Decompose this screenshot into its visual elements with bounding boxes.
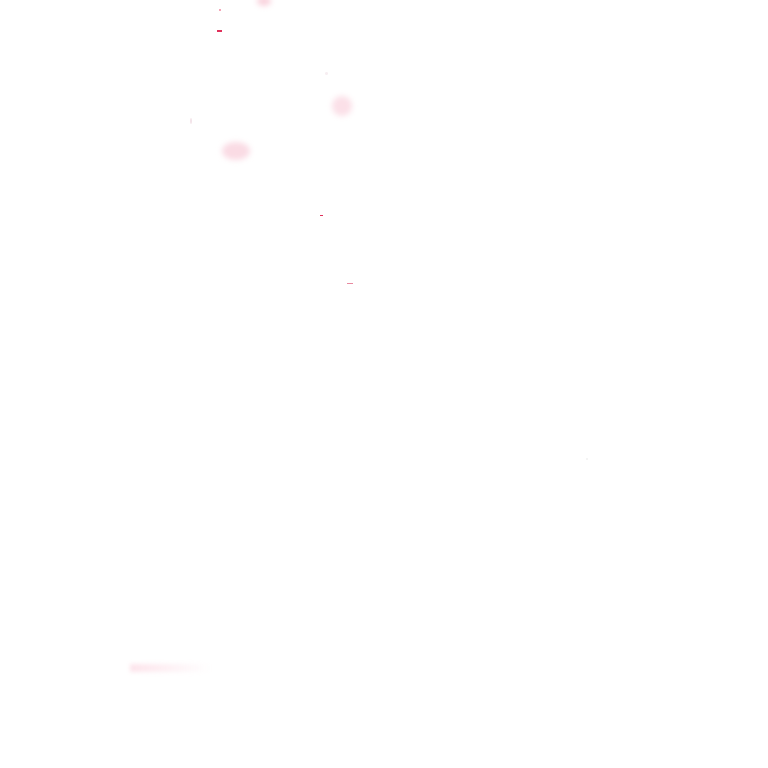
red-mark — [217, 30, 222, 32]
faint-speck — [190, 118, 192, 124]
red-mark — [347, 283, 353, 284]
red-dot — [219, 9, 221, 11]
faint-speck — [586, 458, 588, 460]
pink-blob — [332, 96, 352, 116]
faded-streak — [130, 664, 210, 672]
red-mark — [320, 215, 323, 216]
pink-blob — [257, 0, 271, 6]
faint-speck — [325, 72, 328, 75]
pink-blob — [222, 142, 250, 160]
